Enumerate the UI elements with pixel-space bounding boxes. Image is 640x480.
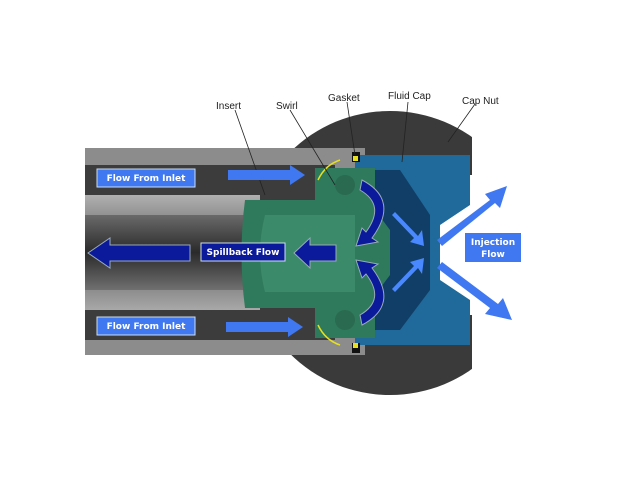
swirl-arrow-top <box>355 179 385 247</box>
label-gasket: Gasket <box>328 93 360 104</box>
label-swirl: Swirl <box>276 101 298 112</box>
svg-text:Injection: Injection <box>471 238 515 248</box>
svg-text:Flow From Inlet: Flow From Inlet <box>107 322 187 332</box>
label-cap-nut: Cap Nut <box>462 96 499 107</box>
svg-text:Spillback Flow: Spillback Flow <box>207 248 280 258</box>
inlet-arrow-top <box>228 165 305 185</box>
swirl-arrow-bottom <box>355 259 385 326</box>
svg-text:Flow: Flow <box>481 250 505 260</box>
inner-arrow-bottom <box>392 258 424 292</box>
label-fluid-cap: Fluid Cap <box>388 91 431 102</box>
spillback-arrow-small <box>293 236 337 270</box>
spillback-arrow-large <box>87 237 191 269</box>
flow-label-injection: Injection Flow <box>465 233 521 262</box>
swirl <box>335 175 355 195</box>
label-insert: Insert <box>216 101 241 112</box>
inner-arrow-top <box>392 212 424 246</box>
injection-arrow-bottom <box>437 262 512 320</box>
inlet-arrow-bottom <box>226 317 303 337</box>
flow-label-spillback: Spillback Flow <box>200 242 286 262</box>
injection-arrow-top <box>437 186 507 246</box>
svg-text:Flow From Inlet: Flow From Inlet <box>107 174 187 184</box>
leader-lines <box>234 101 476 196</box>
flow-label-inlet-top: Flow From Inlet <box>96 168 196 188</box>
flow-label-inlet-bottom: Flow From Inlet <box>96 316 196 336</box>
